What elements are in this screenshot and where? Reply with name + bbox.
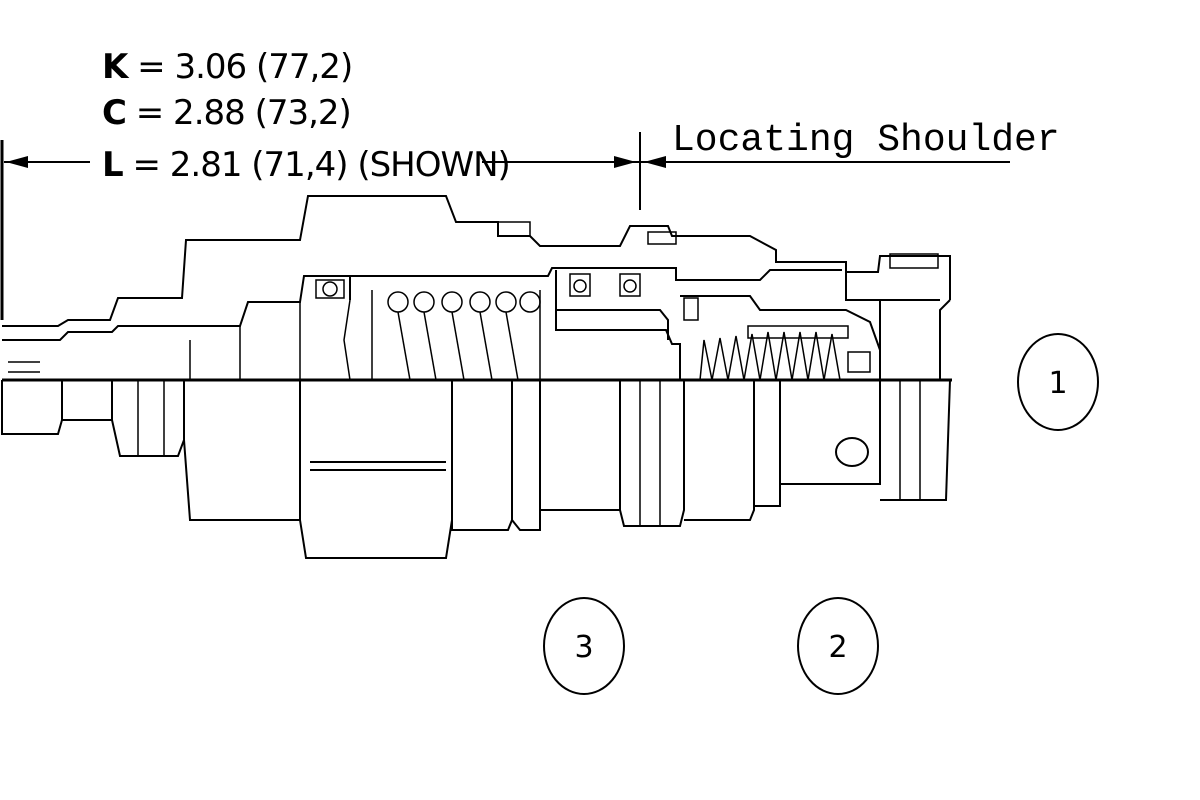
- port-3-marker: 3: [543, 597, 625, 695]
- valve-section-upper: [2, 195, 951, 381]
- port-1-label: 1: [1048, 366, 1067, 401]
- locating-shoulder-label: Locating Shoulder: [672, 119, 1060, 162]
- dimension-k: K = 3.06 (77,2): [102, 47, 352, 87]
- dimension-c: C = 2.88 (73,2): [102, 93, 351, 133]
- port-2-label: 2: [828, 630, 847, 665]
- dimension-line: [0, 132, 1010, 320]
- port-1-marker: 1: [1017, 333, 1099, 431]
- port-3-label: 3: [574, 630, 593, 665]
- port-2-marker: 2: [797, 597, 879, 695]
- dimension-l: L = 2.81 (71,4) (SHOWN): [102, 145, 510, 185]
- piston-teeth: [699, 325, 849, 381]
- valve-body-lower: [1, 361, 951, 559]
- spring-coils: [371, 290, 541, 381]
